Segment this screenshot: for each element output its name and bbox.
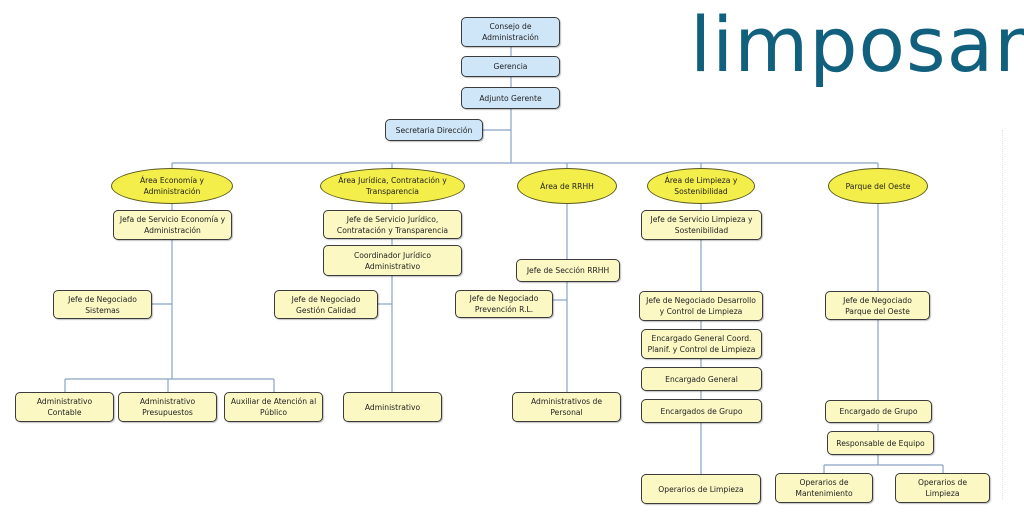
node-operarios-limpieza-area: Operarios de Limpieza — [641, 474, 761, 504]
node-administrativos-personal: Administrativos de Personal — [512, 392, 621, 422]
node-encargados-grupo: Encargados de Grupo — [641, 399, 762, 423]
node-gerencia: Gerencia — [461, 56, 560, 77]
node-responsable-equipo: Responsable de Equipo — [827, 431, 934, 455]
node-administrativo-presupuestos: Administrativo Presupuestos — [118, 392, 217, 422]
node-encargado-general: Encargado General — [641, 367, 762, 391]
node-jefe-seccion-rrhh: Jefe de Sección RRHH — [516, 259, 620, 282]
node-jefa-servicio-economia: Jefa de Servicio Economía y Administraci… — [113, 210, 232, 240]
page-edge-divider — [1002, 130, 1003, 500]
node-jefe-servicio-juridico: Jefe de Servicio Jurídico, Contratación … — [323, 210, 462, 239]
area-juridica: Área Jurídica, Contratación y Transparen… — [320, 168, 465, 204]
node-administrativo-juridica: Administrativo — [343, 392, 442, 422]
area-limpieza: Área de Limpieza y Sostenibilidad — [647, 168, 755, 204]
node-auxiliar-atencion: Auxiliar de Atención al Público — [224, 392, 323, 422]
node-negociado-prevencion: Jefe de Negociado Prevención R.L. — [455, 290, 553, 318]
node-coordinador-juridico: Coordinador Jurídico Administrativo — [323, 245, 462, 276]
limposam-logo: limposam — [690, 0, 1024, 89]
node-consejo: Consejo de Administración — [461, 17, 560, 47]
node-jefe-servicio-limpieza: Jefe de Servicio Limpieza y Sostenibilid… — [641, 210, 762, 240]
node-negociado-sistemas: Jefe de Negociado Sistemas — [53, 290, 152, 319]
node-operarios-limpieza-parque: Operarios de Limpieza — [895, 473, 990, 503]
node-encargado-coord: Encargado General Coord. Planif. y Contr… — [641, 329, 762, 359]
area-economia: Área Economía y Administración — [111, 168, 233, 204]
node-negociado-calidad: Jefe de Negociado Gestión Calidad — [274, 290, 378, 319]
area-parque: Parque del Oeste — [828, 168, 928, 204]
node-adjunto-gerente: Adjunto Gerente — [461, 87, 560, 109]
node-operarios-mantenimiento: Operarios de Mantenimiento — [775, 473, 873, 503]
node-administrativo-contable: Administrativo Contable — [15, 392, 114, 422]
area-rrhh: Área de RRHH — [517, 168, 617, 204]
node-encargado-grupo-parque: Encargado de Grupo — [825, 400, 932, 423]
node-secretaria: Secretaria Dirección — [385, 119, 483, 141]
node-negociado-parque: Jefe de Negociado Parque del Oeste — [825, 291, 930, 320]
node-negociado-desarrollo: Jefe de Negociado Desarrollo y Control d… — [639, 291, 763, 321]
